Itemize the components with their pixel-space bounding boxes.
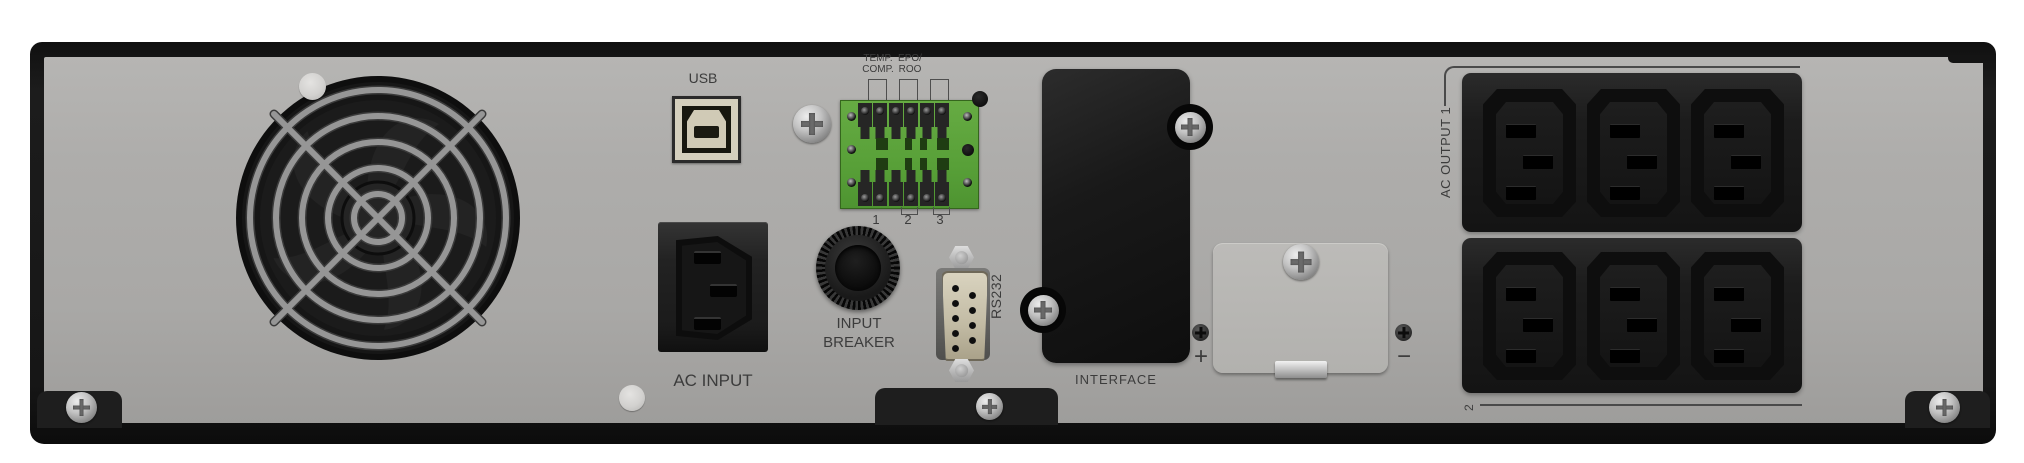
ac-output-2-bracket <box>1480 404 1802 406</box>
terminal-number-2: 2 <box>904 212 912 227</box>
input-breaker-label: INPUT BREAKER <box>823 315 895 351</box>
bracket-num2 <box>901 207 918 215</box>
rivet-bottom-center <box>619 385 645 411</box>
outlet-c13 <box>1483 252 1576 380</box>
indicator-dot-top <box>972 91 988 107</box>
screw-tab-center <box>976 393 1003 420</box>
rivet-top-left <box>299 73 326 100</box>
usb-label: USB <box>688 70 718 86</box>
screw-ring-interface-bottom <box>1020 287 1066 333</box>
screw-ring-interface-top <box>1167 104 1213 150</box>
rs232-db9-connector <box>941 271 989 361</box>
ac-input-inlet <box>658 222 768 352</box>
bracket-aux <box>930 79 949 100</box>
ac-input-pin-neutral <box>710 284 737 297</box>
battery-minus-label: − <box>1396 343 1411 370</box>
epo-roo-label: EPO/ ROO <box>898 53 922 75</box>
screw-tab-right <box>1929 392 1960 423</box>
outlet-c13 <box>1483 89 1576 217</box>
usb-b-connector <box>687 110 726 148</box>
interface-slot-cover <box>1042 69 1190 363</box>
temp-comp-label: TEMP. COMP. <box>862 53 894 75</box>
ac-input-label: AC INPUT <box>673 371 753 390</box>
outlet-bank-2 <box>1462 238 1802 393</box>
fan-guard-wires <box>247 87 509 349</box>
terminal-number-3: 3 <box>936 212 944 227</box>
rs232-label: RS232 <box>988 273 1004 319</box>
ac-output-1-bracket <box>1444 66 1800 106</box>
dry-contact-terminal-block <box>840 100 979 209</box>
screw-tab-left <box>66 392 97 423</box>
input-breaker-button <box>816 226 900 310</box>
interface-label: INTERFACE <box>1075 372 1157 387</box>
battery-cover-clip <box>1275 361 1327 378</box>
outlet-c13 <box>1587 252 1680 380</box>
ac-input-pin-line <box>694 317 721 330</box>
usb-port <box>672 96 741 163</box>
screw-panel-upper <box>793 105 831 143</box>
db9-standoff-bottom <box>949 359 974 382</box>
outlet-bank-1 <box>1462 73 1802 232</box>
screw-battery-cover <box>1283 244 1319 280</box>
ac-output-1-label: AC OUTPUT 1 <box>1438 106 1453 199</box>
outlet-c13 <box>1691 89 1784 217</box>
db9-standoff-top <box>949 246 974 269</box>
ac-input-pin-earth <box>694 251 721 264</box>
battery-plus-label: + <box>1193 343 1208 370</box>
screw-battery-minus <box>1395 324 1412 341</box>
bezel-step <box>1948 57 1983 63</box>
bracket-temp-comp <box>868 79 887 100</box>
indicator-dot-mid <box>962 144 974 156</box>
terminal-number-1: 1 <box>872 212 880 227</box>
bracket-num3 <box>933 207 950 215</box>
mount-tab-center <box>875 388 1058 425</box>
ac-output-2-label: 2 <box>1462 403 1476 411</box>
bracket-epo <box>899 79 918 100</box>
outlet-c13 <box>1691 252 1784 380</box>
outlet-c13 <box>1587 89 1680 217</box>
cooling-fan <box>236 76 520 360</box>
screw-battery-plus <box>1192 324 1209 341</box>
